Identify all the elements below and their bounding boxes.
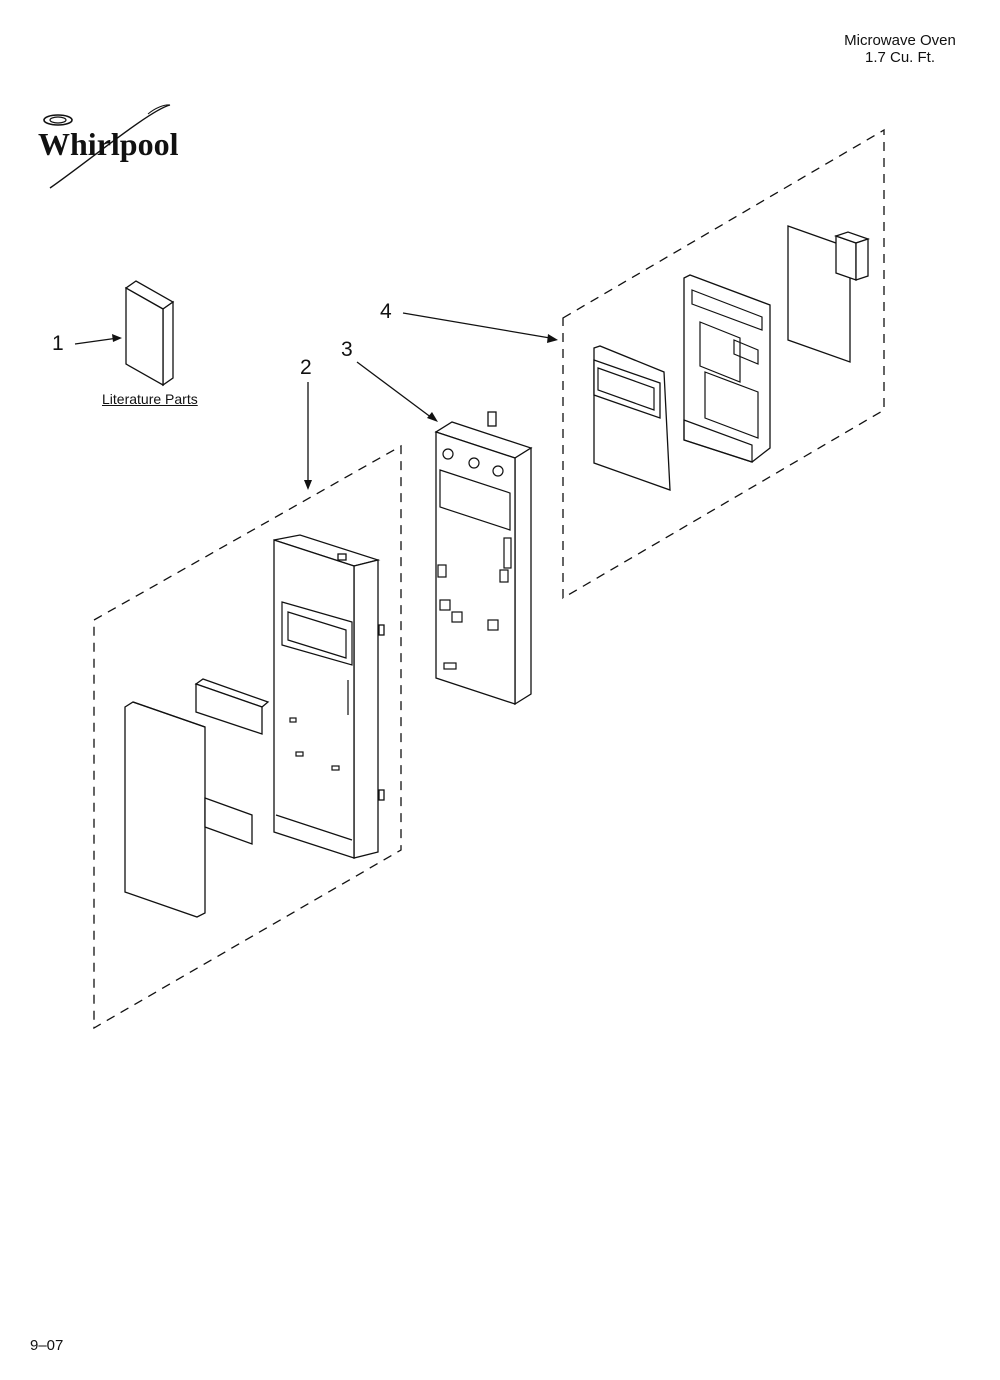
callout-4-leader xyxy=(402,312,551,339)
shield-plate xyxy=(593,345,671,491)
callout-4: 4 xyxy=(380,300,392,323)
header-title: Microwave Oven xyxy=(844,32,956,49)
callout-3-leader xyxy=(356,361,433,419)
arrowhead xyxy=(427,412,438,422)
literature-parts-label: Literature Parts xyxy=(102,391,198,407)
whirlpool-logo: Whirlpool xyxy=(38,104,179,189)
header-capacity: 1.7 Cu. Ft. xyxy=(864,49,936,66)
literature-booklet xyxy=(124,280,175,387)
callout-2: 2 xyxy=(300,356,312,379)
assembly-boundary-4 xyxy=(562,128,885,600)
callout-3: 3 xyxy=(341,338,353,361)
small-plate xyxy=(204,797,253,845)
control-panel-front xyxy=(273,534,385,859)
arrowhead xyxy=(112,334,122,342)
callout-1: 1 xyxy=(52,332,64,355)
control-board-housing xyxy=(683,274,771,463)
arrowhead xyxy=(304,480,312,490)
transformer-board xyxy=(787,225,871,363)
touchpad-overlay xyxy=(124,701,206,918)
arrowhead xyxy=(547,334,558,343)
footer-code: 9–07 xyxy=(30,1337,64,1354)
callout-1-leader xyxy=(74,337,119,345)
logo-wordmark: Whirlpool xyxy=(38,126,179,162)
assembly-boundary-2 xyxy=(93,444,402,1030)
control-panel-frame xyxy=(434,411,533,706)
